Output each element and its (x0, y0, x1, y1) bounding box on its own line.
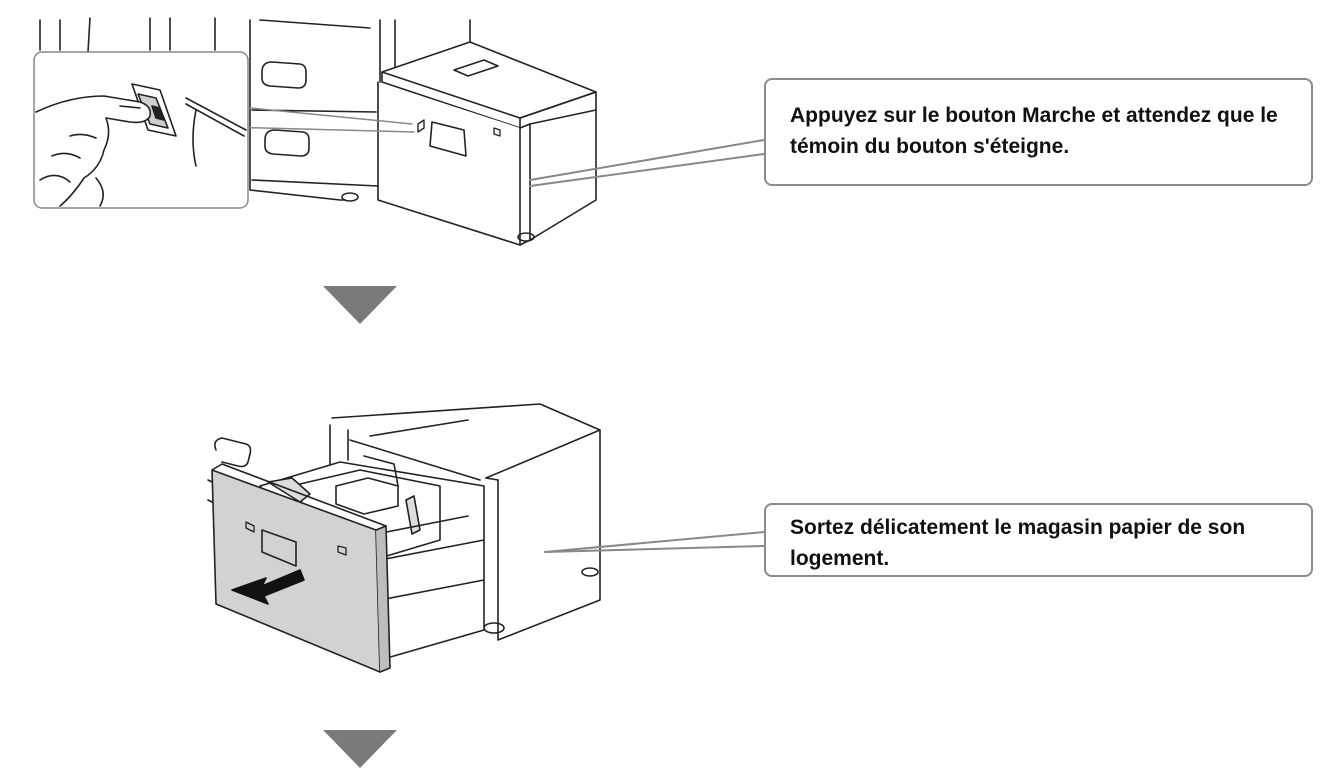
paper-tray-illustration (207, 403, 765, 673)
step-1-instruction: Appuyez sur le bouton Marche et attendez… (790, 104, 1278, 158)
step-1-callout: Appuyez sur le bouton Marche et attendez… (764, 78, 1313, 186)
step-down-arrow-icon (323, 286, 397, 324)
zoom-inset-power-button (33, 51, 249, 209)
next-step-down-arrow-icon (323, 730, 397, 768)
printer-power-button-illustration (39, 17, 765, 246)
step-2-instruction: Sortez délicatement le magasin papier de… (790, 516, 1246, 570)
step-2-callout: Sortez délicatement le magasin papier de… (764, 503, 1313, 577)
